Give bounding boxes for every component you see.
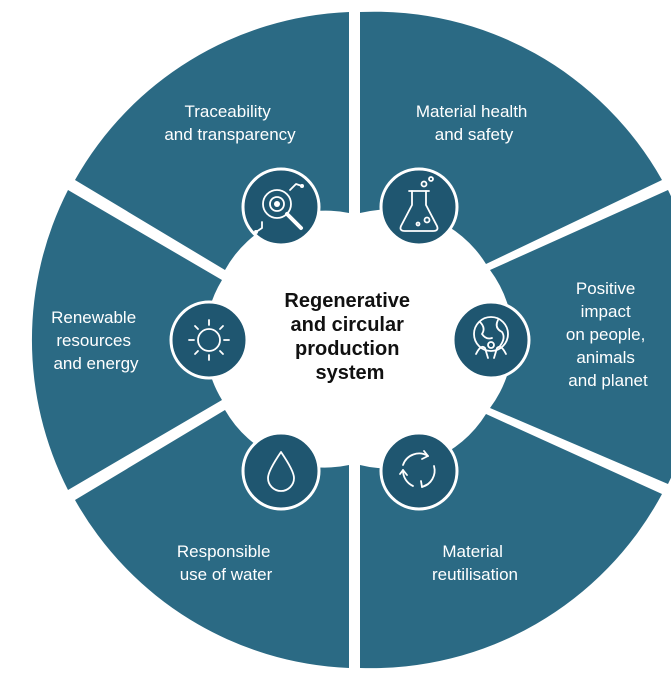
recycle-arrows-icon — [399, 450, 436, 488]
label-water: Responsible use of water — [177, 542, 275, 584]
label-positive-impact: Positive impact on people, animals and p… — [566, 279, 650, 390]
water-icon-group — [241, 431, 321, 511]
traceability-icon-group — [241, 167, 321, 247]
center-title: Regenerative and circular production sys… — [284, 290, 415, 384]
label-material-health: Material health and safety — [416, 102, 532, 144]
globe-people-icon — [473, 316, 509, 359]
renewable-icon-group — [169, 300, 249, 380]
positive-impact-icon-group — [451, 300, 531, 380]
label-renewable: Renewable resources and energy — [51, 308, 141, 373]
sun-icon — [188, 319, 230, 361]
label-reutilisation: Material reutilisation — [432, 542, 518, 584]
magnifier-icon — [254, 183, 304, 234]
reutilisation-icon-group — [379, 431, 459, 511]
water-drop-icon — [267, 451, 295, 492]
flask-icon — [399, 176, 439, 232]
label-traceability: Traceability and transparency — [164, 102, 296, 144]
segment-renewable — [31, 190, 222, 490]
material-health-icon-group — [379, 167, 459, 247]
segment-positive-impact — [490, 190, 671, 484]
